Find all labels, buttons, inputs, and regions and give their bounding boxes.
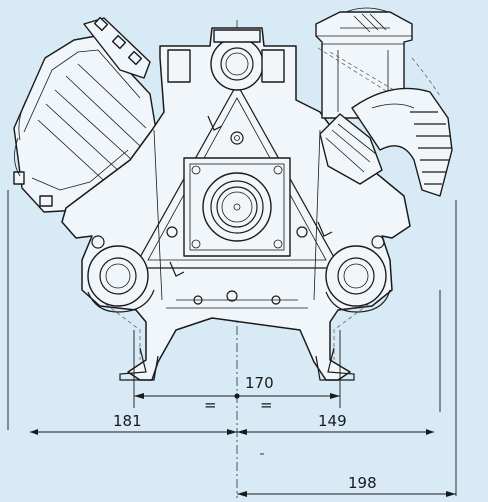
pump-body — [61, 27, 411, 381]
dimension-label-181: 181 — [113, 412, 142, 430]
left-lower-cylinder — [87, 245, 155, 313]
dimension-label-149: 149 — [318, 412, 347, 430]
right-hose-connector — [319, 87, 453, 197]
dimension-equal-left: = — [204, 396, 217, 414]
mounting-feet — [119, 347, 355, 381]
dimension-lines — [7, 190, 457, 497]
right-lower-cylinder — [325, 245, 391, 313]
dimension-label-198: 198 — [348, 474, 377, 492]
dimension-label-170: 170 — [245, 374, 274, 392]
dimension-equal-right: = — [260, 396, 273, 414]
dimension-labels: 170 = = 181 149 198 — [113, 374, 377, 492]
